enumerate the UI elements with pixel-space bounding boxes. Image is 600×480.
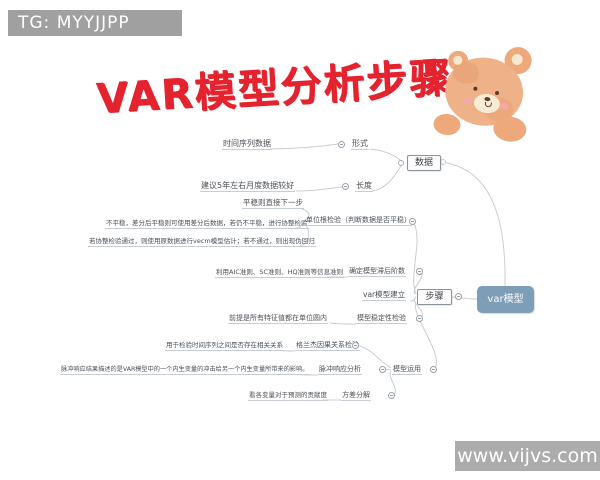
mindmap-node-model-use[interactable]: 模型运用 bbox=[392, 365, 422, 375]
junction-icon bbox=[398, 160, 404, 166]
mindmap-node-form-child[interactable]: 时间序列数据 bbox=[222, 139, 272, 150]
collapse-icon[interactable] bbox=[416, 268, 423, 275]
mindmap-node-variance-child[interactable]: 看各变量对于预测的贡献度 bbox=[248, 391, 328, 401]
collapse-icon[interactable] bbox=[388, 392, 395, 399]
mindmap-node-lag[interactable]: 确定模型滞后阶数 bbox=[348, 267, 406, 277]
mindmap-node-length[interactable]: 长度 bbox=[355, 181, 373, 192]
mindmap-node-form[interactable]: 形式 bbox=[351, 139, 369, 150]
collapse-icon[interactable] bbox=[455, 293, 462, 300]
collapse-icon[interactable] bbox=[416, 315, 423, 322]
mindmap-node-var-build[interactable]: var模型建立 bbox=[362, 290, 407, 301]
collapse-icon[interactable] bbox=[409, 218, 416, 225]
collapse-icon[interactable] bbox=[379, 366, 386, 373]
mindmap-node-unitroot-c1[interactable]: 平稳则直接下一步 bbox=[242, 198, 304, 209]
collapse-icon[interactable] bbox=[342, 183, 349, 190]
mindmap-node-length-child[interactable]: 建议5年左右月度数据较好 bbox=[200, 181, 296, 192]
mindmap-branch-steps[interactable]: 步骤 bbox=[417, 289, 452, 305]
mindmap-node-granger-child[interactable]: 用于检验时间序列之间是否存在相关关系 bbox=[165, 341, 284, 351]
mindmap-branch-data[interactable]: 数据 bbox=[407, 155, 441, 171]
mindmap-node-impulse[interactable]: 脉冲响应分析 bbox=[318, 365, 362, 375]
collapse-icon[interactable] bbox=[352, 342, 359, 349]
collapse-icon[interactable] bbox=[430, 366, 437, 373]
mindmap-node-stability[interactable]: 模型稳定性检验 bbox=[356, 314, 407, 324]
mindmap-node-granger[interactable]: 格兰杰因果关系检验 bbox=[295, 341, 360, 351]
mindmap-root-node[interactable]: var模型 bbox=[477, 286, 534, 313]
collapse-icon[interactable] bbox=[338, 141, 345, 148]
mindmap-node-stability-child[interactable]: 前提是所有特征值都在单位圆内 bbox=[228, 314, 328, 324]
watermark: www.vijvs.com bbox=[455, 441, 600, 471]
tg-banner: TG: MYYJJPP bbox=[8, 10, 182, 36]
mindmap-node-unitroot-c3[interactable]: 若协整检验通过，则使用原数据进行vecm模型估计；若不通过，则出现伪回归 bbox=[88, 237, 316, 247]
expand-marker-icon[interactable] bbox=[440, 159, 446, 165]
mindmap-node-unitroot-c2[interactable]: 不平稳，差分后平稳则可使用差分后数据，若仍不平稳，进行协整检验 bbox=[105, 219, 309, 229]
mindmap-node-lag-child[interactable]: 利用AIC准则、SC准则、HQ准则等信息准则 bbox=[215, 268, 345, 278]
mindmap-node-impulse-child[interactable]: 脉冲响应结果描述的是VAR模型中的一个内生变量的冲击给另一个内生变量所带来的影响… bbox=[60, 366, 310, 375]
mindmap-node-variance[interactable]: 方差分解 bbox=[341, 391, 371, 401]
mindmap-node-unit-root[interactable]: 单位根检验（判断数据是否平稳） bbox=[305, 216, 412, 226]
